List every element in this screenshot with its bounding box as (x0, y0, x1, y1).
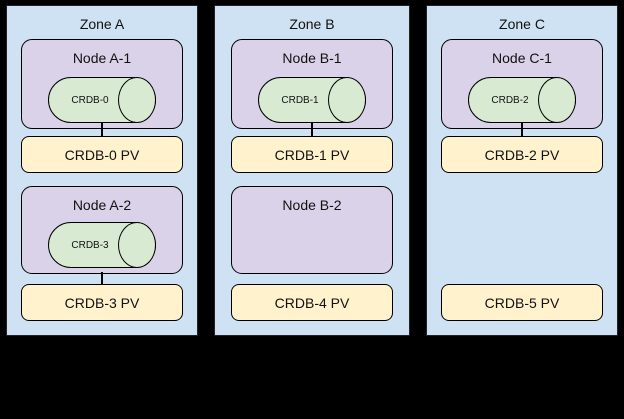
crdb-1-pod-label: CRDB-1 (281, 94, 319, 106)
node-c-1: Node C-1 CRDB-2 (441, 39, 603, 129)
cylinder-cap-icon (538, 77, 576, 123)
connector-line (521, 122, 523, 137)
crdb-0-pv-box: CRDB-0 PV (21, 136, 183, 173)
zone-c: Zone C Node C-1 CRDB-2 CRDB-2 PV CRDB-5 … (426, 5, 618, 336)
crdb-3-pv-label: CRDB-3 PV (64, 294, 140, 311)
node-b-2: Node B-2 (231, 186, 393, 274)
node-c-1-label: Node C-1 (492, 50, 552, 66)
crdb-2-pod-label: CRDB-2 (491, 94, 529, 106)
crdb-1-pv-box: CRDB-1 PV (231, 136, 393, 173)
cylinder-cap-icon (118, 77, 156, 123)
node-a-1-label: Node A-1 (72, 50, 132, 66)
cylinder-cap-icon (328, 77, 366, 123)
connector-line (101, 122, 103, 137)
crdb-4-pv-label: CRDB-4 PV (274, 294, 350, 311)
crdb-0-pod-label: CRDB-0 (71, 94, 109, 106)
zone-b-label: Zone B (289, 16, 335, 32)
crdb-3-pod-label: CRDB-3 (71, 239, 109, 251)
connector-line (101, 272, 103, 285)
crdb-5-pv-box: CRDB-5 PV (441, 284, 603, 321)
zone-c-label: Zone C (499, 16, 545, 32)
crdb-1-pv-label: CRDB-1 PV (274, 146, 350, 163)
zone-b: Zone B Node B-1 CRDB-1 CRDB-1 PV Node B-… (214, 5, 410, 336)
cylinder-cap-icon (118, 222, 156, 268)
node-a-2-label: Node A-2 (72, 197, 132, 213)
node-b-2-label: Node B-2 (282, 197, 342, 213)
crdb-5-pv-label: CRDB-5 PV (484, 294, 560, 311)
zone-a: Zone A Node A-1 CRDB-0 CRDB-0 PV Node A-… (6, 5, 198, 336)
crdb-4-pv-box: CRDB-4 PV (231, 284, 393, 321)
crdb-2-pod-cylinder-icon: CRDB-2 (468, 77, 576, 123)
node-b-1-label: Node B-1 (282, 50, 342, 66)
crdb-2-pv-label: CRDB-2 PV (484, 146, 560, 163)
crdb-1-pod-cylinder-icon: CRDB-1 (258, 77, 366, 123)
zone-a-label: Zone A (79, 16, 125, 32)
crdb-0-pv-label: CRDB-0 PV (64, 146, 140, 163)
node-a-1: Node A-1 CRDB-0 (21, 39, 183, 129)
crdb-3-pod-cylinder-icon: CRDB-3 (48, 222, 156, 268)
node-b-1: Node B-1 CRDB-1 (231, 39, 393, 129)
node-a-2: Node A-2 CRDB-3 (21, 186, 183, 274)
connector-line (311, 122, 313, 137)
crdb-3-pv-box: CRDB-3 PV (21, 284, 183, 321)
crdb-0-pod-cylinder-icon: CRDB-0 (48, 77, 156, 123)
crdb-2-pv-box: CRDB-2 PV (441, 136, 603, 173)
